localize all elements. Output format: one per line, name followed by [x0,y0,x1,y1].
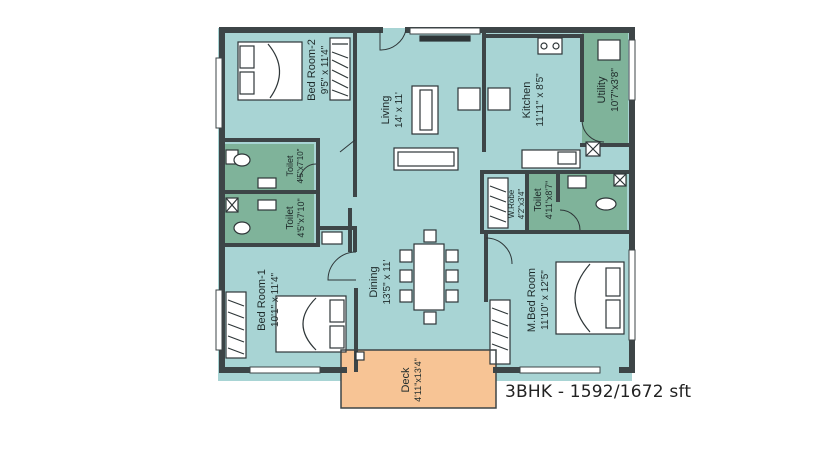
door-utility [581,119,605,143]
door-toilet-right [559,209,581,231]
wardrobe-wrobe [487,177,509,229]
dining-name: Dining [368,266,380,297]
bed-master [555,261,625,335]
wardrobe-bedroom2 [329,37,351,101]
toilet-b-name: Toilet [285,206,296,230]
walls [215,27,636,374]
shaft-deck [355,351,365,361]
window-left-lower [215,289,223,351]
interior-walls [220,28,634,372]
deck-outline [340,349,497,409]
bedroom1-name: Bed Room-1 [256,269,268,331]
door-bedroom1 [327,251,357,281]
toilet-a-name: Toilet [285,155,295,177]
toilet-fixtures-left [225,149,277,235]
utility-name: Utility [596,76,608,103]
room-labels: Bed Room-2 9'5" x 11'4" Living 14' x 11'… [256,39,621,402]
label-toilet-c: Toilet 4'11"x8'7" [533,181,554,220]
wrobe-name: W.Robe [507,189,516,218]
bed-bedroom2 [237,41,303,101]
dining-size: 13'5" x 11' [382,259,393,304]
living-name: Living [380,96,392,125]
toilet-b-size: 4'5"x7'10" [296,198,306,237]
wardrobe-master [489,299,511,365]
bedroom1-size: 10'1" x 11'4" [270,273,281,328]
label-mbedroom: M.Bed Room 11'10" x 12'5" [526,268,551,332]
toilet-fixtures-right [567,173,627,211]
label-bedroom1: Bed Room-1 10'1" x 11'4" [256,269,281,331]
kitchen-counter [521,37,601,169]
label-toilet-a: Toilet 4'5"x7'10" [285,148,305,183]
bed-bedroom1 [275,295,347,353]
utility-washer [597,39,621,61]
window-bottom-right [519,366,601,374]
window-right-utility [628,39,636,101]
window-left-upper [215,57,223,129]
utility-size: 10'7"x3'8" [610,68,621,112]
outer-wall [219,27,635,373]
label-utility: Utility 10'7"x3'8" [596,68,621,112]
label-dining: Dining 13'5" x 11' [368,259,393,304]
deck-size: 4'11"x13'4" [413,358,423,402]
door-entrance [379,29,407,51]
label-bedroom2: Bed Room-2 9'5" x 11'4" [306,39,331,101]
toilet-a-size: 4'5"x7'10" [296,148,305,183]
doors [299,29,605,281]
deck-name: Deck [400,367,412,393]
window-bottom-left [249,366,321,374]
bedroom2-name: Bed Room-2 [306,39,318,101]
deck-floor [341,350,496,408]
living-size: 14' x 11' [394,92,405,128]
wardrobe-bedroom1 [225,291,247,359]
mbedroom-size: 11'10" x 12'5" [540,270,551,330]
toilet-c-name: Toilet [533,188,544,212]
mbedroom-name: M.Bed Room [526,268,538,332]
label-wrobe: W.Robe 4'2"x3'4" [507,189,526,220]
kitchen-size: 11'11" x 8'5" [535,73,546,127]
label-toilet-b: Toilet 4'5"x7'10" [285,198,306,237]
dining-table [399,229,459,325]
toilet-c-size: 4'11"x8'7" [544,181,554,220]
furniture [225,35,627,365]
door-master [485,237,513,265]
wash-basin [321,231,343,245]
window-top-living [409,27,481,35]
door-toilet-left [299,163,317,181]
wrobe-size: 4'2"x3'4" [517,189,526,220]
door-bedroom2 [339,139,356,153]
bedroom2-size: 9'5" x 11'4" [320,45,331,94]
label-kitchen: Kitchen 11'11" x 8'5" [521,73,546,127]
tv-unit [419,35,471,42]
kitchen-name: Kitchen [521,82,533,119]
plan-caption: 3BHK - 1592/1672 sft [505,382,692,402]
window-right-bed [628,249,636,341]
label-living: Living 14' x 11' [380,92,405,128]
label-deck: Deck 4'11"x13'4" [400,358,423,402]
sofa-living [393,85,511,171]
